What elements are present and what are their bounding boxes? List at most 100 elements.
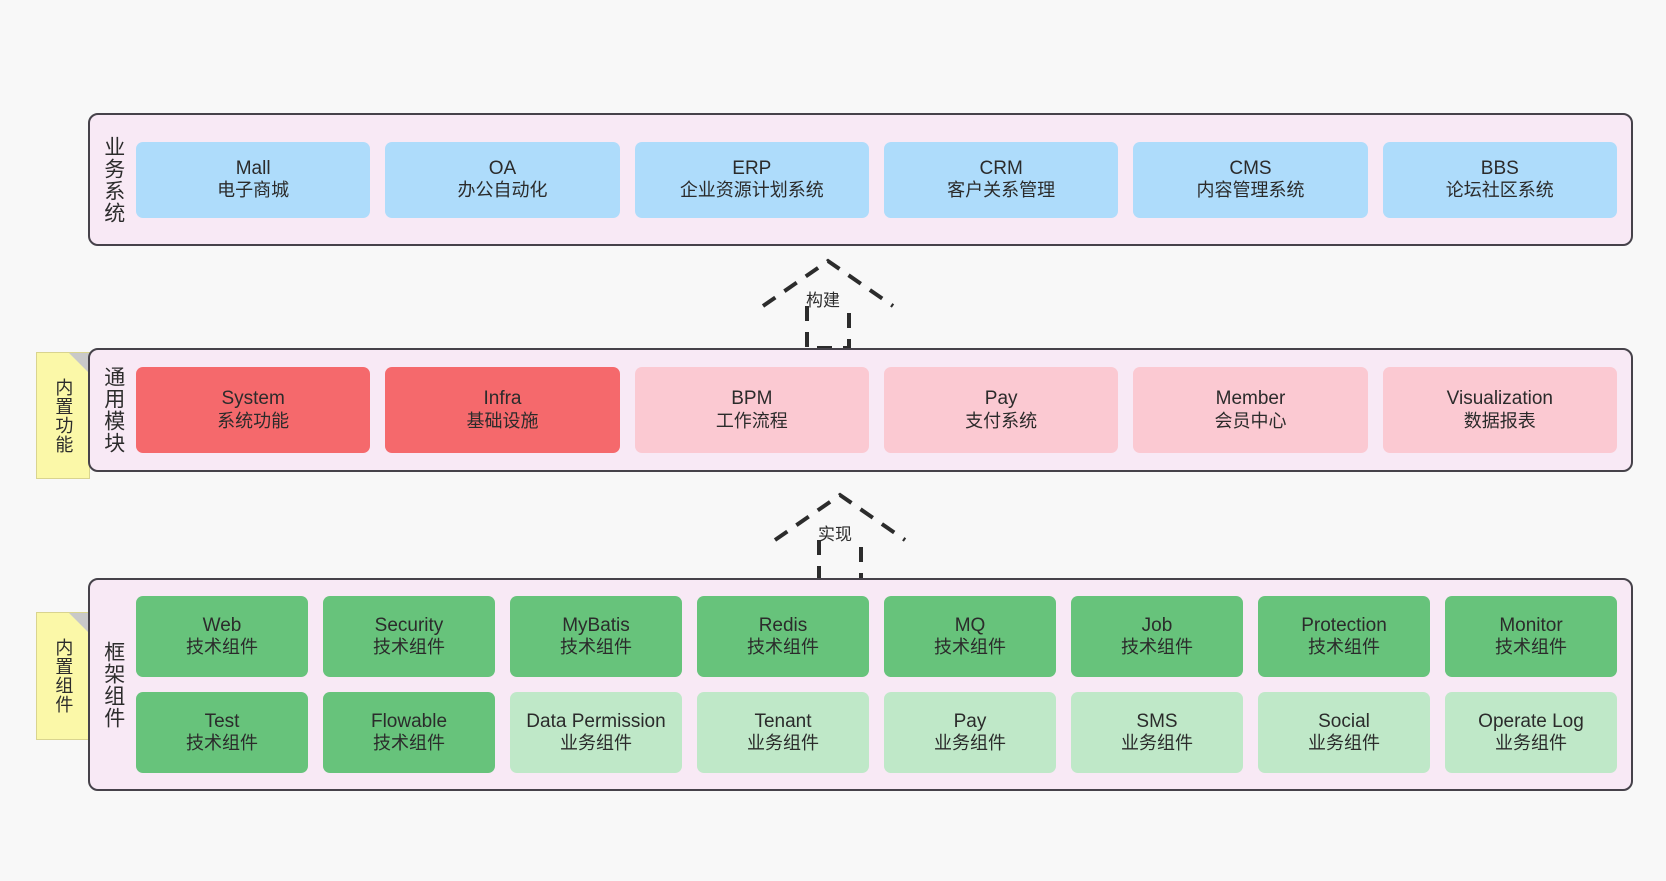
- card-protection[interactable]: Protection 技术组件: [1258, 596, 1430, 677]
- card-crm[interactable]: CRM 客户关系管理: [883, 141, 1119, 218]
- card-visualization[interactable]: Visualization 数据报表: [1382, 367, 1617, 453]
- card-subtitle: 技术组件: [1121, 637, 1193, 658]
- card-title: Visualization: [1446, 388, 1553, 410]
- card-security[interactable]: Security 技术组件: [323, 596, 495, 677]
- connector-build: 构建: [760, 258, 910, 350]
- card-subtitle: 业务组件: [934, 733, 1006, 754]
- section-framework-components: 框架组件 Web 技术组件 Security 技术组件 MyBatis 技术组件…: [88, 578, 1633, 791]
- note-builtin-components: 内置组件: [36, 612, 90, 740]
- card-subtitle: 技术组件: [186, 733, 258, 754]
- card-infra[interactable]: Infra 基础设施: [385, 367, 620, 453]
- card-cms[interactable]: CMS 内容管理系统: [1133, 141, 1368, 218]
- card-erp[interactable]: ERP 企业资源计划系统: [634, 141, 869, 218]
- card-pay-business[interactable]: Pay 业务组件: [884, 692, 1056, 773]
- card-subtitle: 企业资源计划系统: [679, 180, 824, 201]
- connector-implement: 实现: [772, 492, 922, 584]
- section-label-common-modules: 通用模块: [101, 366, 125, 454]
- card-subtitle: 业务组件: [747, 733, 819, 754]
- card-social[interactable]: Social 业务组件: [1258, 692, 1430, 773]
- note-label: 内置组件: [53, 638, 74, 714]
- section-common-modules: 通用模块 System 系统功能 Infra 基础设施 BPM 工作流程 Pay…: [88, 348, 1633, 472]
- card-title: Member: [1215, 388, 1286, 410]
- card-tenant[interactable]: Tenant 业务组件: [697, 692, 869, 773]
- section-label-framework-components: 框架组件: [101, 640, 125, 729]
- card-title: Infra: [483, 388, 522, 410]
- card-title: Pay: [984, 388, 1018, 410]
- card-title: MQ: [954, 614, 986, 636]
- card-subtitle: 技术组件: [186, 637, 258, 658]
- card-title: BPM: [731, 388, 773, 410]
- card-subtitle: 会员中心: [1214, 410, 1287, 431]
- card-title: OA: [488, 157, 517, 179]
- card-data-permission[interactable]: Data Permission 业务组件: [510, 692, 682, 773]
- card-title: Flowable: [370, 710, 448, 732]
- card-subtitle: 数据报表: [1463, 410, 1536, 431]
- note-fold-icon: [69, 613, 89, 633]
- card-monitor[interactable]: Monitor 技术组件: [1445, 596, 1617, 677]
- card-title: Mall: [235, 157, 271, 179]
- card-title: Protection: [1301, 614, 1387, 636]
- card-subtitle: 办公自动化: [457, 180, 548, 201]
- card-redis[interactable]: Redis 技术组件: [697, 596, 869, 677]
- card-subtitle: 内容管理系统: [1196, 180, 1305, 201]
- card-test[interactable]: Test 技术组件: [136, 692, 308, 773]
- card-title: CRM: [979, 157, 1023, 179]
- card-subtitle: 业务组件: [1308, 733, 1380, 754]
- card-bpm[interactable]: BPM 工作流程: [634, 367, 869, 453]
- card-flowable[interactable]: Flowable 技术组件: [323, 692, 495, 773]
- card-row: System 系统功能 Infra 基础设施 BPM 工作流程 Pay 支付系统…: [136, 367, 1617, 453]
- note-fold-icon: [69, 353, 89, 373]
- card-mall[interactable]: Mall 电子商城: [136, 141, 371, 218]
- card-title: Pay: [953, 710, 987, 732]
- note-builtin-features: 内置功能: [36, 352, 90, 479]
- card-title: System: [221, 388, 285, 410]
- card-operate-log[interactable]: Operate Log 业务组件: [1445, 692, 1617, 773]
- card-subtitle: 技术组件: [934, 637, 1006, 658]
- card-title: Tenant: [754, 710, 812, 732]
- card-job[interactable]: Job 技术组件: [1071, 596, 1243, 677]
- card-subtitle: 论坛社区系统: [1445, 180, 1554, 201]
- card-title: Security: [374, 614, 444, 636]
- card-title: Test: [204, 710, 240, 732]
- card-oa[interactable]: OA 办公自动化: [385, 141, 620, 218]
- card-subtitle: 技术组件: [373, 637, 445, 658]
- section-body-framework-components: Web 技术组件 Security 技术组件 MyBatis 技术组件 Redi…: [136, 580, 1631, 789]
- card-row: Mall 电子商城 OA 办公自动化 ERP 企业资源计划系统 CRM 客户关系…: [136, 141, 1617, 218]
- card-subtitle: 业务组件: [1121, 733, 1193, 754]
- card-row: Web 技术组件 Security 技术组件 MyBatis 技术组件 Redi…: [136, 596, 1617, 677]
- section-body-common-modules: System 系统功能 Infra 基础设施 BPM 工作流程 Pay 支付系统…: [136, 350, 1631, 470]
- card-title: Web: [202, 614, 242, 636]
- card-title: Social: [1318, 710, 1370, 732]
- card-mybatis[interactable]: MyBatis 技术组件: [510, 596, 682, 677]
- card-title: SMS: [1136, 710, 1178, 732]
- card-subtitle: 支付系统: [965, 410, 1038, 431]
- card-subtitle: 技术组件: [1495, 637, 1567, 658]
- note-label: 内置功能: [53, 377, 74, 454]
- card-row: Test 技术组件 Flowable 技术组件 Data Permission …: [136, 692, 1617, 773]
- section-body-business-systems: Mall 电子商城 OA 办公自动化 ERP 企业资源计划系统 CRM 客户关系…: [136, 115, 1631, 244]
- card-sms[interactable]: SMS 业务组件: [1071, 692, 1243, 773]
- card-pay[interactable]: Pay 支付系统: [883, 367, 1119, 453]
- card-web[interactable]: Web 技术组件: [136, 596, 308, 677]
- card-subtitle: 技术组件: [373, 733, 445, 754]
- connector-implement-label: 实现: [818, 525, 852, 544]
- card-member[interactable]: Member 会员中心: [1133, 367, 1368, 453]
- card-subtitle: 业务组件: [560, 733, 632, 754]
- card-title: CMS: [1229, 157, 1272, 179]
- card-subtitle: 电子商城: [217, 180, 290, 201]
- connector-build-label: 构建: [806, 291, 840, 310]
- card-mq[interactable]: MQ 技术组件: [884, 596, 1056, 677]
- card-subtitle: 系统功能: [217, 410, 290, 431]
- card-title: Monitor: [1499, 614, 1563, 636]
- card-subtitle: 基础设施: [466, 410, 539, 431]
- card-subtitle: 技术组件: [560, 637, 632, 658]
- card-title: Redis: [758, 614, 808, 636]
- card-title: Operate Log: [1478, 710, 1584, 732]
- card-system[interactable]: System 系统功能: [136, 367, 371, 453]
- card-title: ERP: [732, 157, 772, 179]
- card-title: Job: [1141, 614, 1173, 636]
- card-subtitle: 工作流程: [715, 410, 788, 431]
- card-bbs[interactable]: BBS 论坛社区系统: [1382, 141, 1617, 218]
- card-subtitle: 技术组件: [747, 637, 819, 658]
